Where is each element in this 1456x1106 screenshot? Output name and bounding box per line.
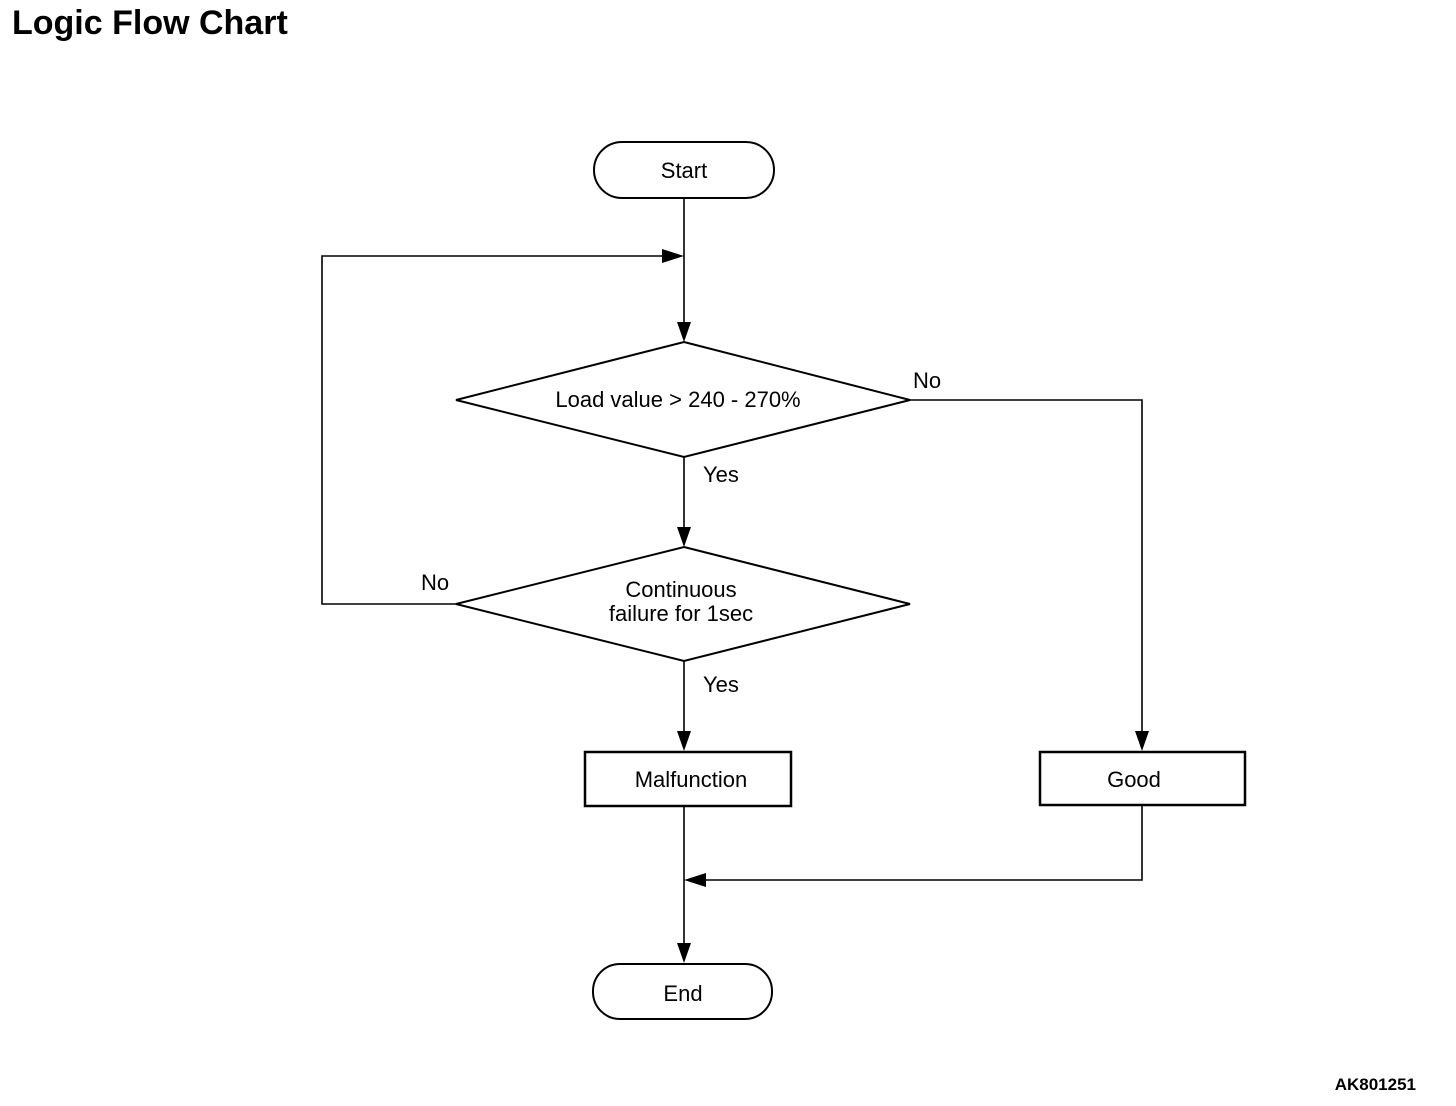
malfunction-node: Malfunction <box>583 750 793 808</box>
decision1-no-label: No <box>913 368 941 393</box>
start-node: Start <box>593 141 775 199</box>
arrowhead-loop-back <box>662 249 684 263</box>
start-label: Start <box>661 158 707 183</box>
good-label: Good <box>1107 767 1161 792</box>
arrowhead-decision2 <box>677 527 691 547</box>
decision-continuous-failure-line1: Continuous <box>625 577 736 602</box>
decision2-no-label: No <box>421 570 449 595</box>
end-label: End <box>663 981 702 1006</box>
decision-continuous-failure-line2: failure for 1sec <box>609 601 753 626</box>
decision-load-value-label: Load value > 240 - 270% <box>555 387 800 412</box>
arrowhead-malfunction <box>677 731 691 751</box>
decision-load-value: Load value > 240 - 270% <box>455 340 911 459</box>
connector-good-to-end <box>706 805 1143 881</box>
arrowhead-merge <box>684 873 706 887</box>
decision-continuous-failure: Continuous failure for 1sec <box>455 545 911 663</box>
good-node: Good <box>1038 750 1247 807</box>
malfunction-label: Malfunction <box>635 767 748 792</box>
connector-loop-back <box>321 255 664 605</box>
arrowhead-good <box>1135 731 1149 751</box>
page-title: Logic Flow Chart <box>12 4 288 42</box>
connector-decision1-no-to-good <box>910 399 1143 734</box>
decision1-yes-label: Yes <box>703 462 739 487</box>
arrowhead-end <box>677 943 691 963</box>
decision2-yes-label: Yes <box>703 672 739 697</box>
figure-id: AK801251 <box>1334 1075 1416 1094</box>
end-node: End <box>592 963 773 1020</box>
arrowhead-decision1 <box>677 322 691 342</box>
